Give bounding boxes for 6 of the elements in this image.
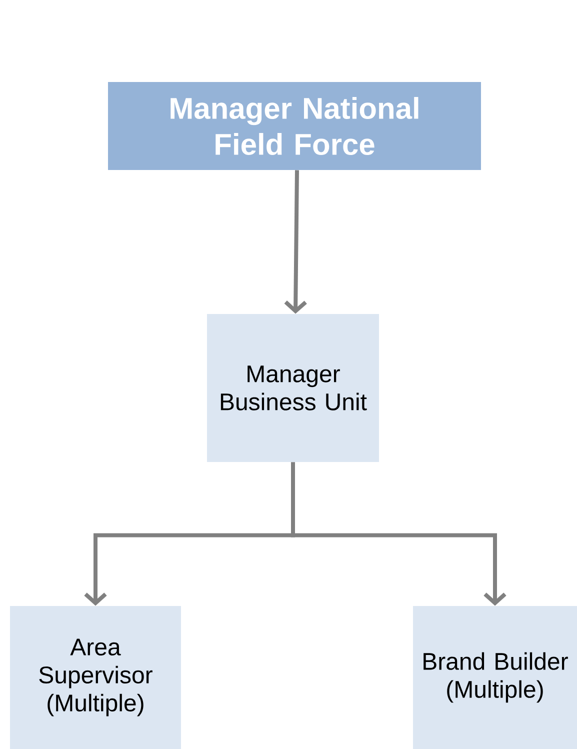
role-box: Area Supervisor (Multiple) [10, 606, 181, 749]
arrow [284, 170, 307, 314]
role-box: Brand Builder (Multiple) [413, 606, 577, 749]
role-box: Manager Business Unit [207, 314, 379, 462]
arrow [291, 462, 506, 606]
title-box: Manager National Field Force [108, 82, 481, 170]
